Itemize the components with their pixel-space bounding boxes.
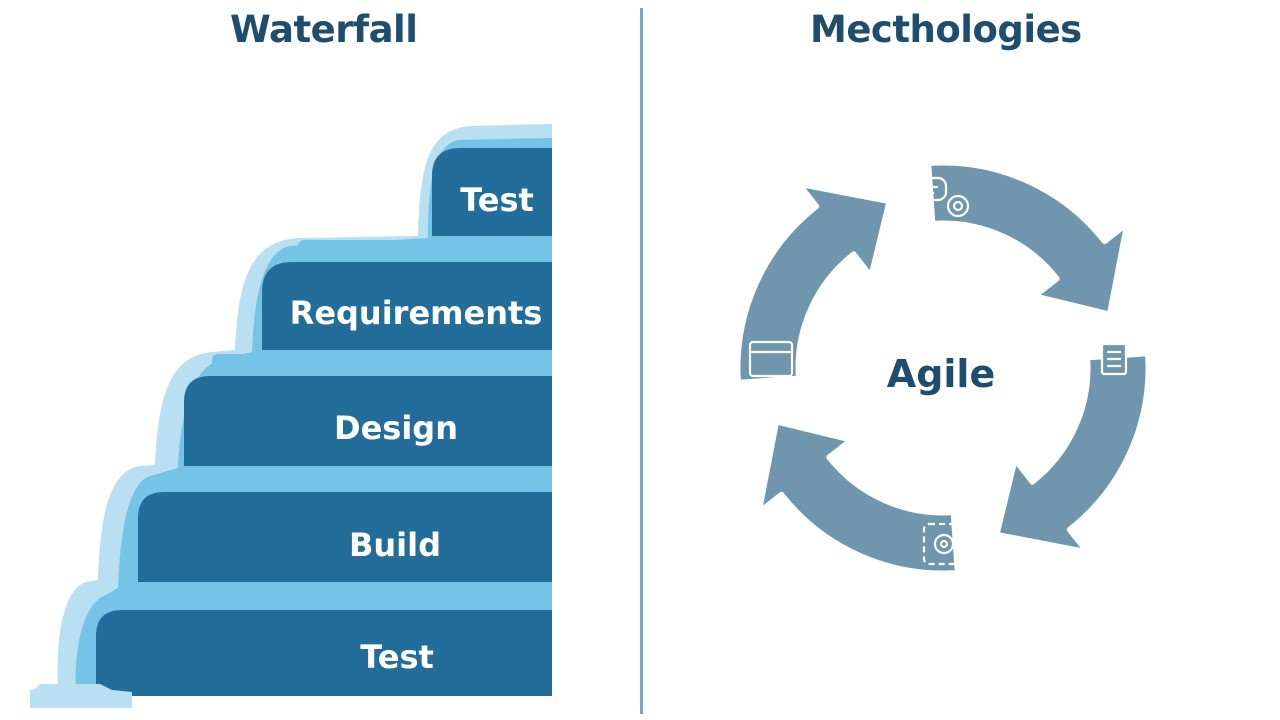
cycle-arrow-2 [926,160,1130,317]
step-ledge-2 [212,354,552,370]
section-divider [640,8,643,714]
agile-center-label: Agile [887,352,995,396]
puzzle-gear-icon [922,522,966,566]
step-block-2 [262,262,552,350]
tablet-icon [748,340,794,391]
step-ledge-3 [166,470,552,486]
agile-cycle: Agile [735,160,1151,576]
step-label-build: Build [349,526,441,564]
waterfall-title: Waterfall [230,8,418,51]
water-splash [30,684,132,708]
methodologies-title: Mecthologies [810,8,1082,51]
step-label-requirements: Requirements [290,294,543,332]
step-block-5 [96,610,552,696]
cycle-arrow-3 [994,351,1151,555]
waterfall-diagram: Test Requirements Design Build Test [30,124,552,708]
chat-gear-icon [914,176,970,218]
cycle-arrow-1 [735,181,892,385]
documents-icon [1084,322,1128,376]
step-label-test-top: Test [460,181,534,219]
step-ledge-1 [298,240,552,256]
cycle-arrow-4 [756,419,960,576]
step-label-design: Design [334,409,458,447]
step-block-3 [184,376,552,466]
step-block-4 [138,492,552,582]
step-label-test-bottom: Test [360,638,434,676]
step-block-1 [432,148,552,236]
step-ledge-4 [120,586,552,602]
